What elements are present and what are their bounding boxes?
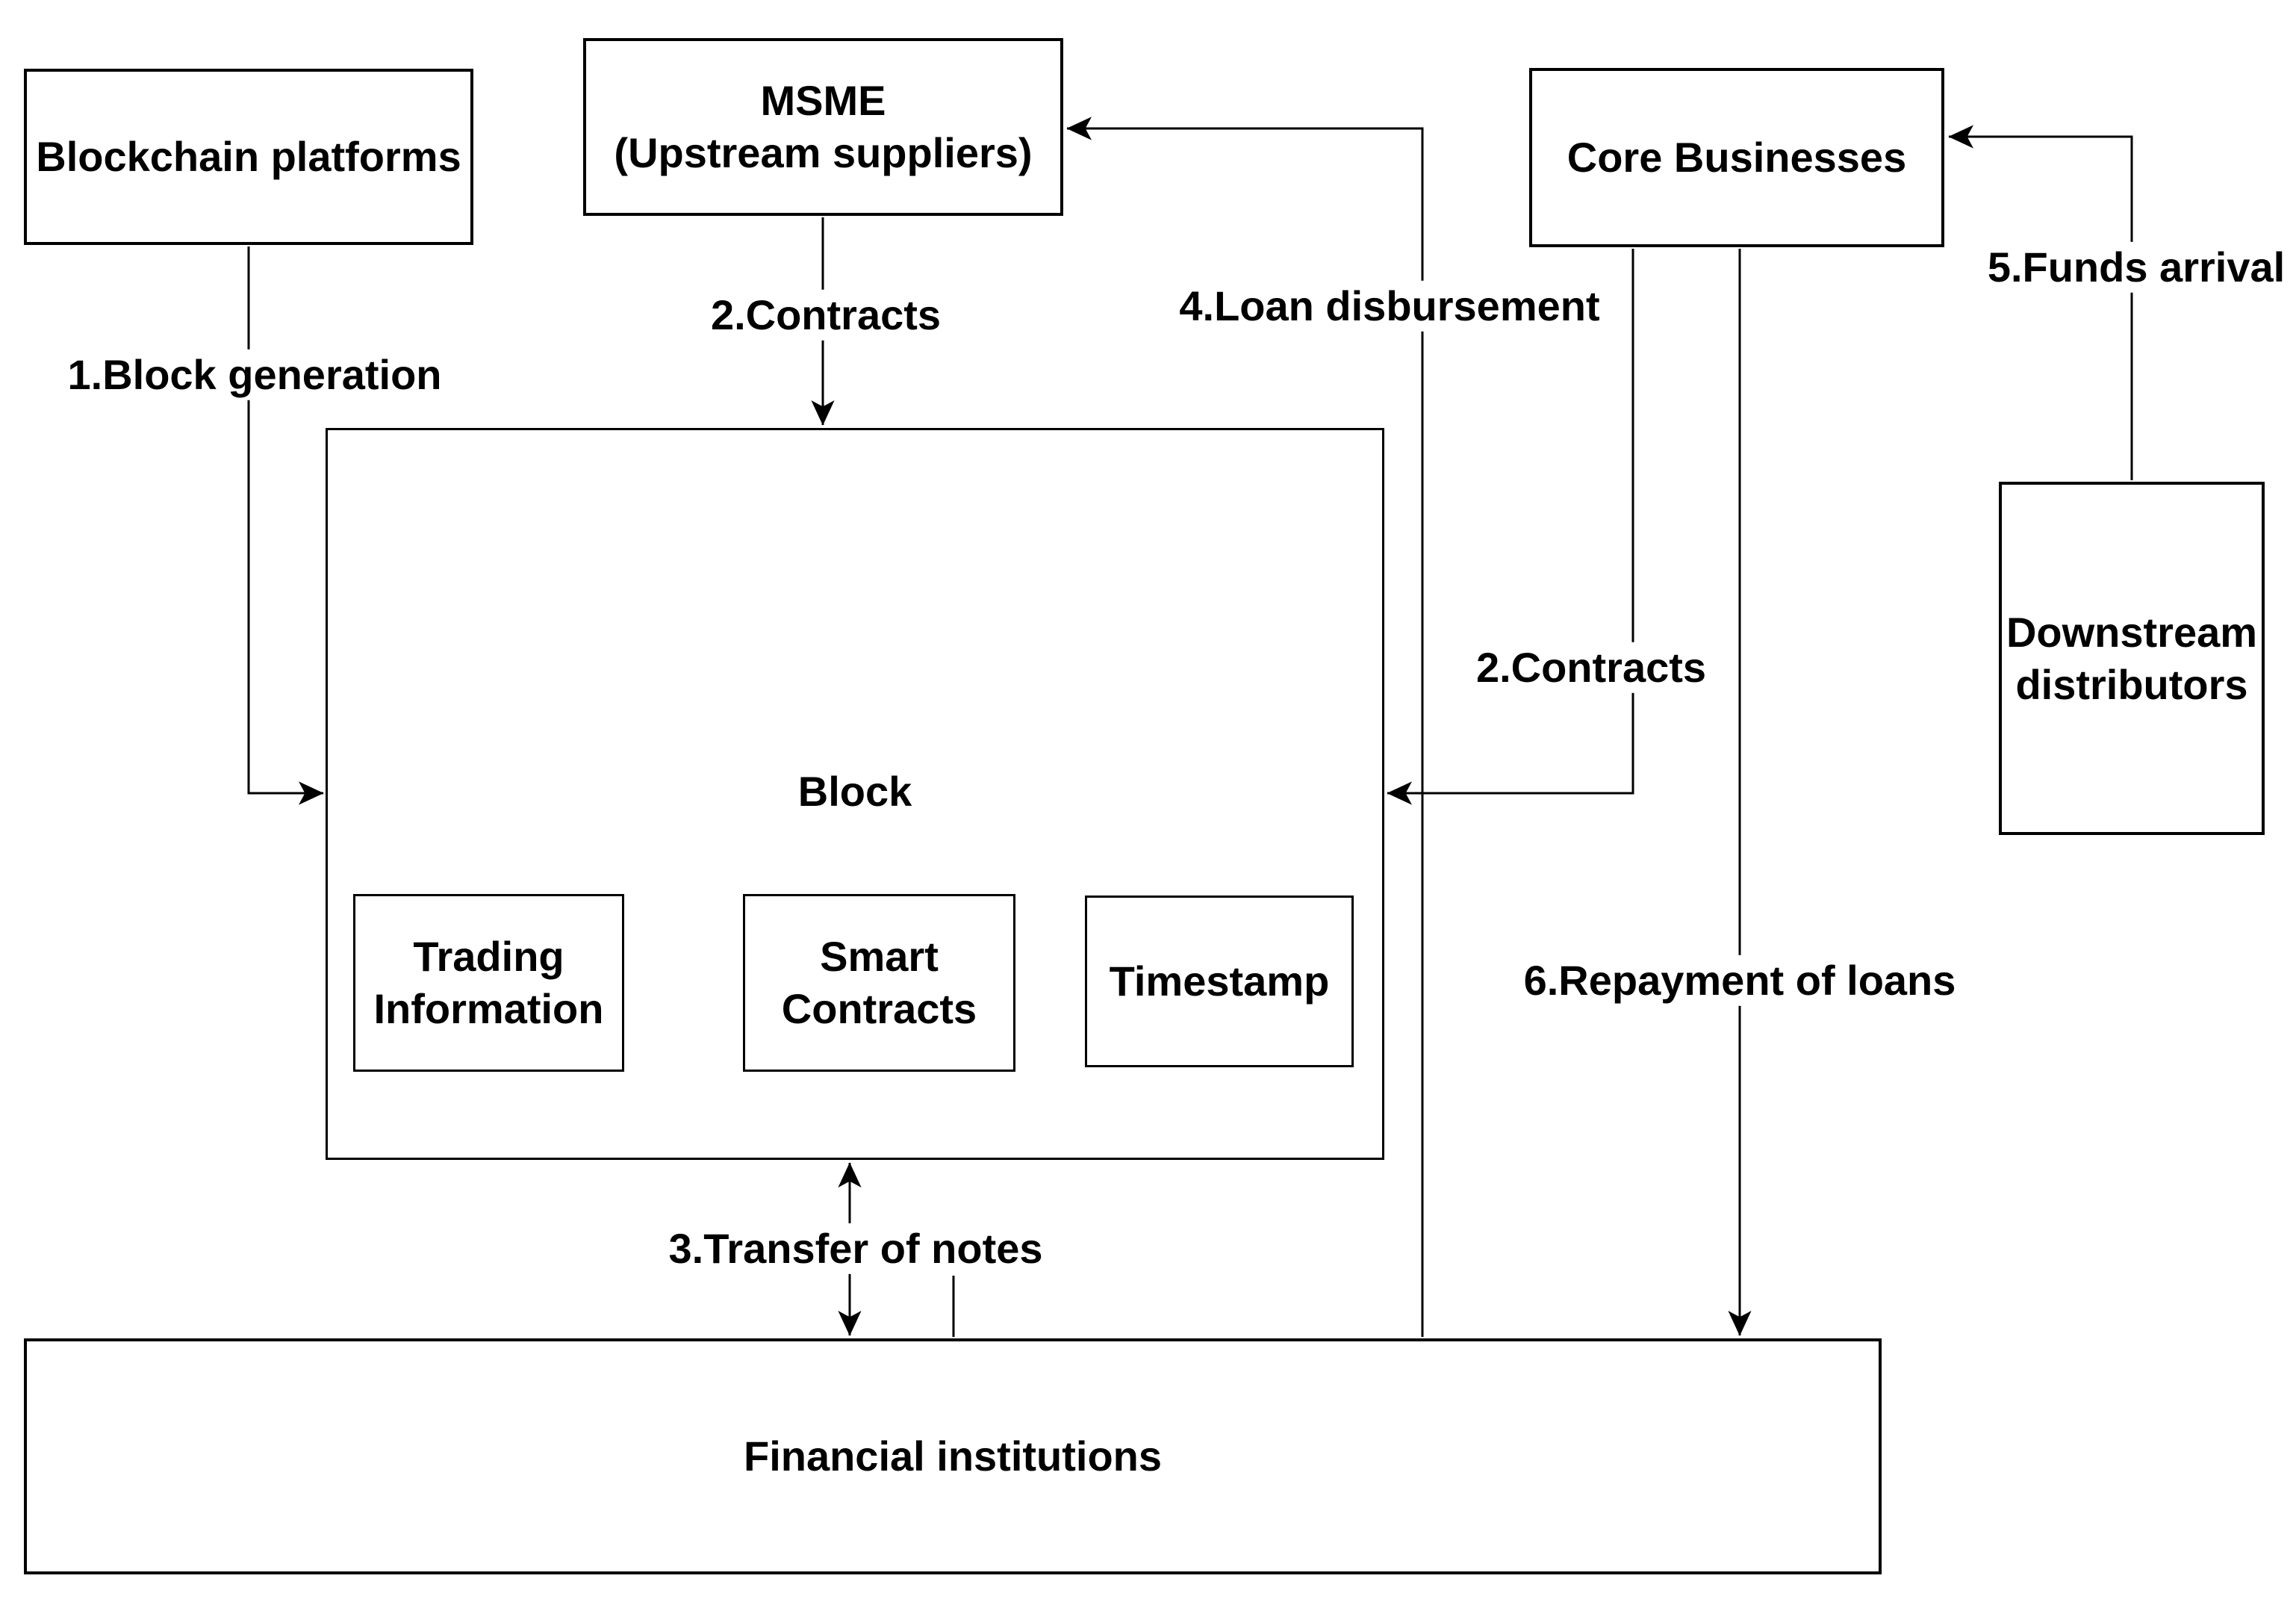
edge-label-contracts-msme: 2.Contracts — [703, 289, 949, 341]
node-blockchain-platforms: Blockchain platforms — [24, 69, 473, 245]
edge-label-funds-arrival: 5.Funds arrival — [1979, 241, 2293, 294]
node-core-businesses-label: Core Businesses — [1567, 134, 1907, 181]
node-smart-contracts-label: Smart Contracts — [781, 933, 977, 1032]
edge-label-repayment-of-loans: 6.Repayment of loans — [1516, 955, 1964, 1007]
node-financial-institutions-label: Financial institutions — [743, 1432, 1163, 1480]
edge-label-transfer-of-notes: 3.Transfer of notes — [661, 1223, 1051, 1275]
node-timestamp-label: Timestamp — [1109, 957, 1330, 1005]
edge-contracts-core-to-block — [1387, 249, 1634, 805]
node-trading-information: Trading Information — [353, 894, 624, 1072]
node-downstream-distributors: Downstream distributors — [1999, 482, 2265, 835]
node-financial-institutions: Financial institutions — [24, 1338, 1882, 1574]
node-downstream-distributors-label: Downstream distributors — [2006, 608, 2258, 708]
edge-block-generation — [247, 246, 324, 805]
node-msme-label: MSME (Upstream suppliers) — [614, 77, 1033, 176]
node-timestamp: Timestamp — [1085, 895, 1354, 1067]
edge-label-block-generation: 1.Block generation — [60, 349, 449, 401]
node-core-businesses: Core Businesses — [1529, 68, 1944, 247]
node-blockchain-platforms-label: Blockchain platforms — [36, 133, 461, 180]
edge-label-contracts-core: 2.Contracts — [1468, 642, 1714, 694]
node-block-label: Block — [790, 766, 920, 818]
node-smart-contracts: Smart Contracts — [743, 894, 1015, 1072]
edge-label-loan-disbursement: 4.Loan disbursement — [1172, 280, 1608, 332]
node-msme-upstream-suppliers: MSME (Upstream suppliers) — [583, 38, 1063, 216]
edge-funds-arrival — [1948, 125, 2133, 480]
edge-loan-disbursement — [1066, 117, 1424, 1337]
node-trading-information-label: Trading Information — [373, 933, 604, 1032]
